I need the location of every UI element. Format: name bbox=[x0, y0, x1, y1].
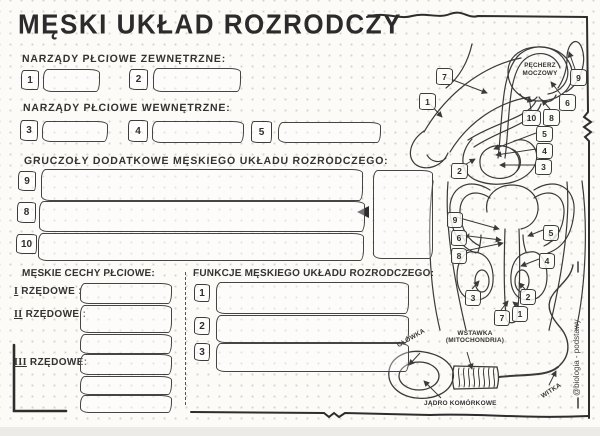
side-diagram-tag-5: 5 bbox=[536, 126, 553, 142]
section-header-traits: MĘSKIE CECHY PŁCIOWE: bbox=[21, 268, 156, 279]
answer-box-glands-10[interactable] bbox=[38, 233, 364, 261]
answer-box-glands-9[interactable] bbox=[41, 169, 363, 201]
side-diagram-tag-1: 1 bbox=[419, 93, 436, 110]
answer-box-traits-3a[interactable] bbox=[80, 354, 172, 375]
answer-box-traits-1[interactable] bbox=[80, 283, 172, 304]
number-tag-external-1: 1 bbox=[21, 70, 39, 90]
trait-numeral-primary: I bbox=[14, 286, 19, 297]
number-tag-function-3: 3 bbox=[194, 343, 210, 361]
front-diagram-tag-5: 5 bbox=[543, 225, 559, 241]
front-diagram-tag-8: 8 bbox=[451, 248, 467, 264]
section-header-functions: FUNKCJE MĘSKIEGO UKŁADU ROZRODCZEGO: bbox=[192, 268, 435, 279]
trait-text-secondary: RZĘDOWE : bbox=[25, 309, 87, 320]
answer-box-internal-5[interactable] bbox=[278, 122, 381, 143]
section-header-external: NARZĄDY PŁCIOWE ZEWNĘTRZNE: bbox=[21, 53, 227, 65]
answer-box-function-3[interactable] bbox=[216, 343, 409, 372]
section-header-glands: GRUCZOŁY DODATKOWE MĘSKIEGO UKŁADU ROZRO… bbox=[23, 155, 389, 167]
answer-box-traits-3c[interactable] bbox=[80, 395, 172, 413]
side-diagram-tag-2: 2 bbox=[451, 163, 468, 179]
number-tag-glands-9: 9 bbox=[18, 171, 36, 191]
trait-text-primary: RZĘDOWE : bbox=[21, 286, 83, 297]
side-diagram-tag-4: 4 bbox=[536, 143, 553, 159]
number-tag-glands-10: 10 bbox=[16, 234, 37, 254]
front-diagram-tag-7: 7 bbox=[494, 310, 510, 326]
answer-box-traits-2a[interactable] bbox=[80, 305, 172, 333]
answer-box-function-1[interactable] bbox=[216, 282, 409, 314]
number-tag-internal-5: 5 bbox=[251, 121, 272, 143]
bladder-label-line2: MOCZOWY bbox=[522, 69, 558, 77]
answer-box-internal-4[interactable] bbox=[152, 121, 244, 143]
number-tag-function-1: 1 bbox=[194, 284, 210, 302]
bladder-label-line1: PĘCHERZ bbox=[524, 62, 556, 69]
sperm-midpiece-label-line2: (MITOCHONDRIA) bbox=[445, 337, 505, 344]
page-title: MĘSKI UKŁAD ROZRODCZY bbox=[18, 8, 402, 40]
sperm-midpiece-label: WSTAWKA (MITOCHONDRIA) bbox=[438, 330, 512, 344]
number-tag-glands-8: 8 bbox=[17, 202, 36, 223]
side-diagram-tag-8: 8 bbox=[543, 109, 560, 126]
front-diagram-tag-6: 6 bbox=[451, 230, 467, 246]
answer-box-external-2[interactable] bbox=[153, 68, 241, 92]
answer-box-glands-8[interactable] bbox=[39, 201, 365, 232]
side-diagram-tag-9: 9 bbox=[570, 69, 587, 86]
trait-text-tertiary: RZĘDOWE: bbox=[29, 357, 88, 368]
answer-box-traits-3b[interactable] bbox=[80, 376, 172, 395]
side-diagram-tag-10: 10 bbox=[522, 110, 541, 126]
number-tag-function-2: 2 bbox=[194, 317, 210, 335]
answer-box-function-2[interactable] bbox=[216, 315, 409, 343]
number-tag-external-2: 2 bbox=[129, 69, 148, 90]
sperm-midpiece-label-line1: WSTAWKA bbox=[457, 330, 493, 337]
front-diagram-tag-4: 4 bbox=[539, 253, 555, 269]
side-diagram-tag-6: 6 bbox=[559, 94, 576, 111]
trait-numeral-secondary: II bbox=[14, 309, 23, 320]
trait-numeral-tertiary: III bbox=[14, 357, 27, 368]
front-diagram-tag-9: 9 bbox=[447, 212, 463, 228]
section-header-internal: NARZĄDY PŁCIOWE WEWNĘTRZNE: bbox=[22, 102, 231, 114]
side-diagram-tag-3: 3 bbox=[535, 159, 552, 175]
number-tag-internal-3: 3 bbox=[20, 120, 38, 141]
number-tag-internal-4: 4 bbox=[128, 120, 148, 142]
sperm-label-arrows bbox=[408, 351, 557, 399]
front-diagram-tag-3: 3 bbox=[465, 290, 481, 306]
front-diagram-tag-1: 1 bbox=[512, 306, 528, 322]
glands-side-box[interactable] bbox=[373, 170, 433, 259]
answer-box-internal-3[interactable] bbox=[42, 121, 108, 142]
section-separator bbox=[185, 272, 186, 405]
front-diagram-tag-2: 2 bbox=[520, 289, 536, 305]
photo-edge bbox=[0, 427, 600, 436]
sperm-tail-label: WITKA bbox=[540, 381, 563, 400]
author-signature: @biologia - podstawy bbox=[572, 319, 581, 396]
answer-box-external-1[interactable] bbox=[43, 69, 100, 92]
sperm-nucleus-label: JĄDRO KOMÓRKOWE bbox=[424, 400, 497, 407]
side-diagram-tag-7: 7 bbox=[436, 68, 453, 85]
answer-box-traits-2b[interactable] bbox=[80, 334, 172, 354]
bladder-label: PĘCHERZ MOCZOWY bbox=[517, 62, 563, 78]
